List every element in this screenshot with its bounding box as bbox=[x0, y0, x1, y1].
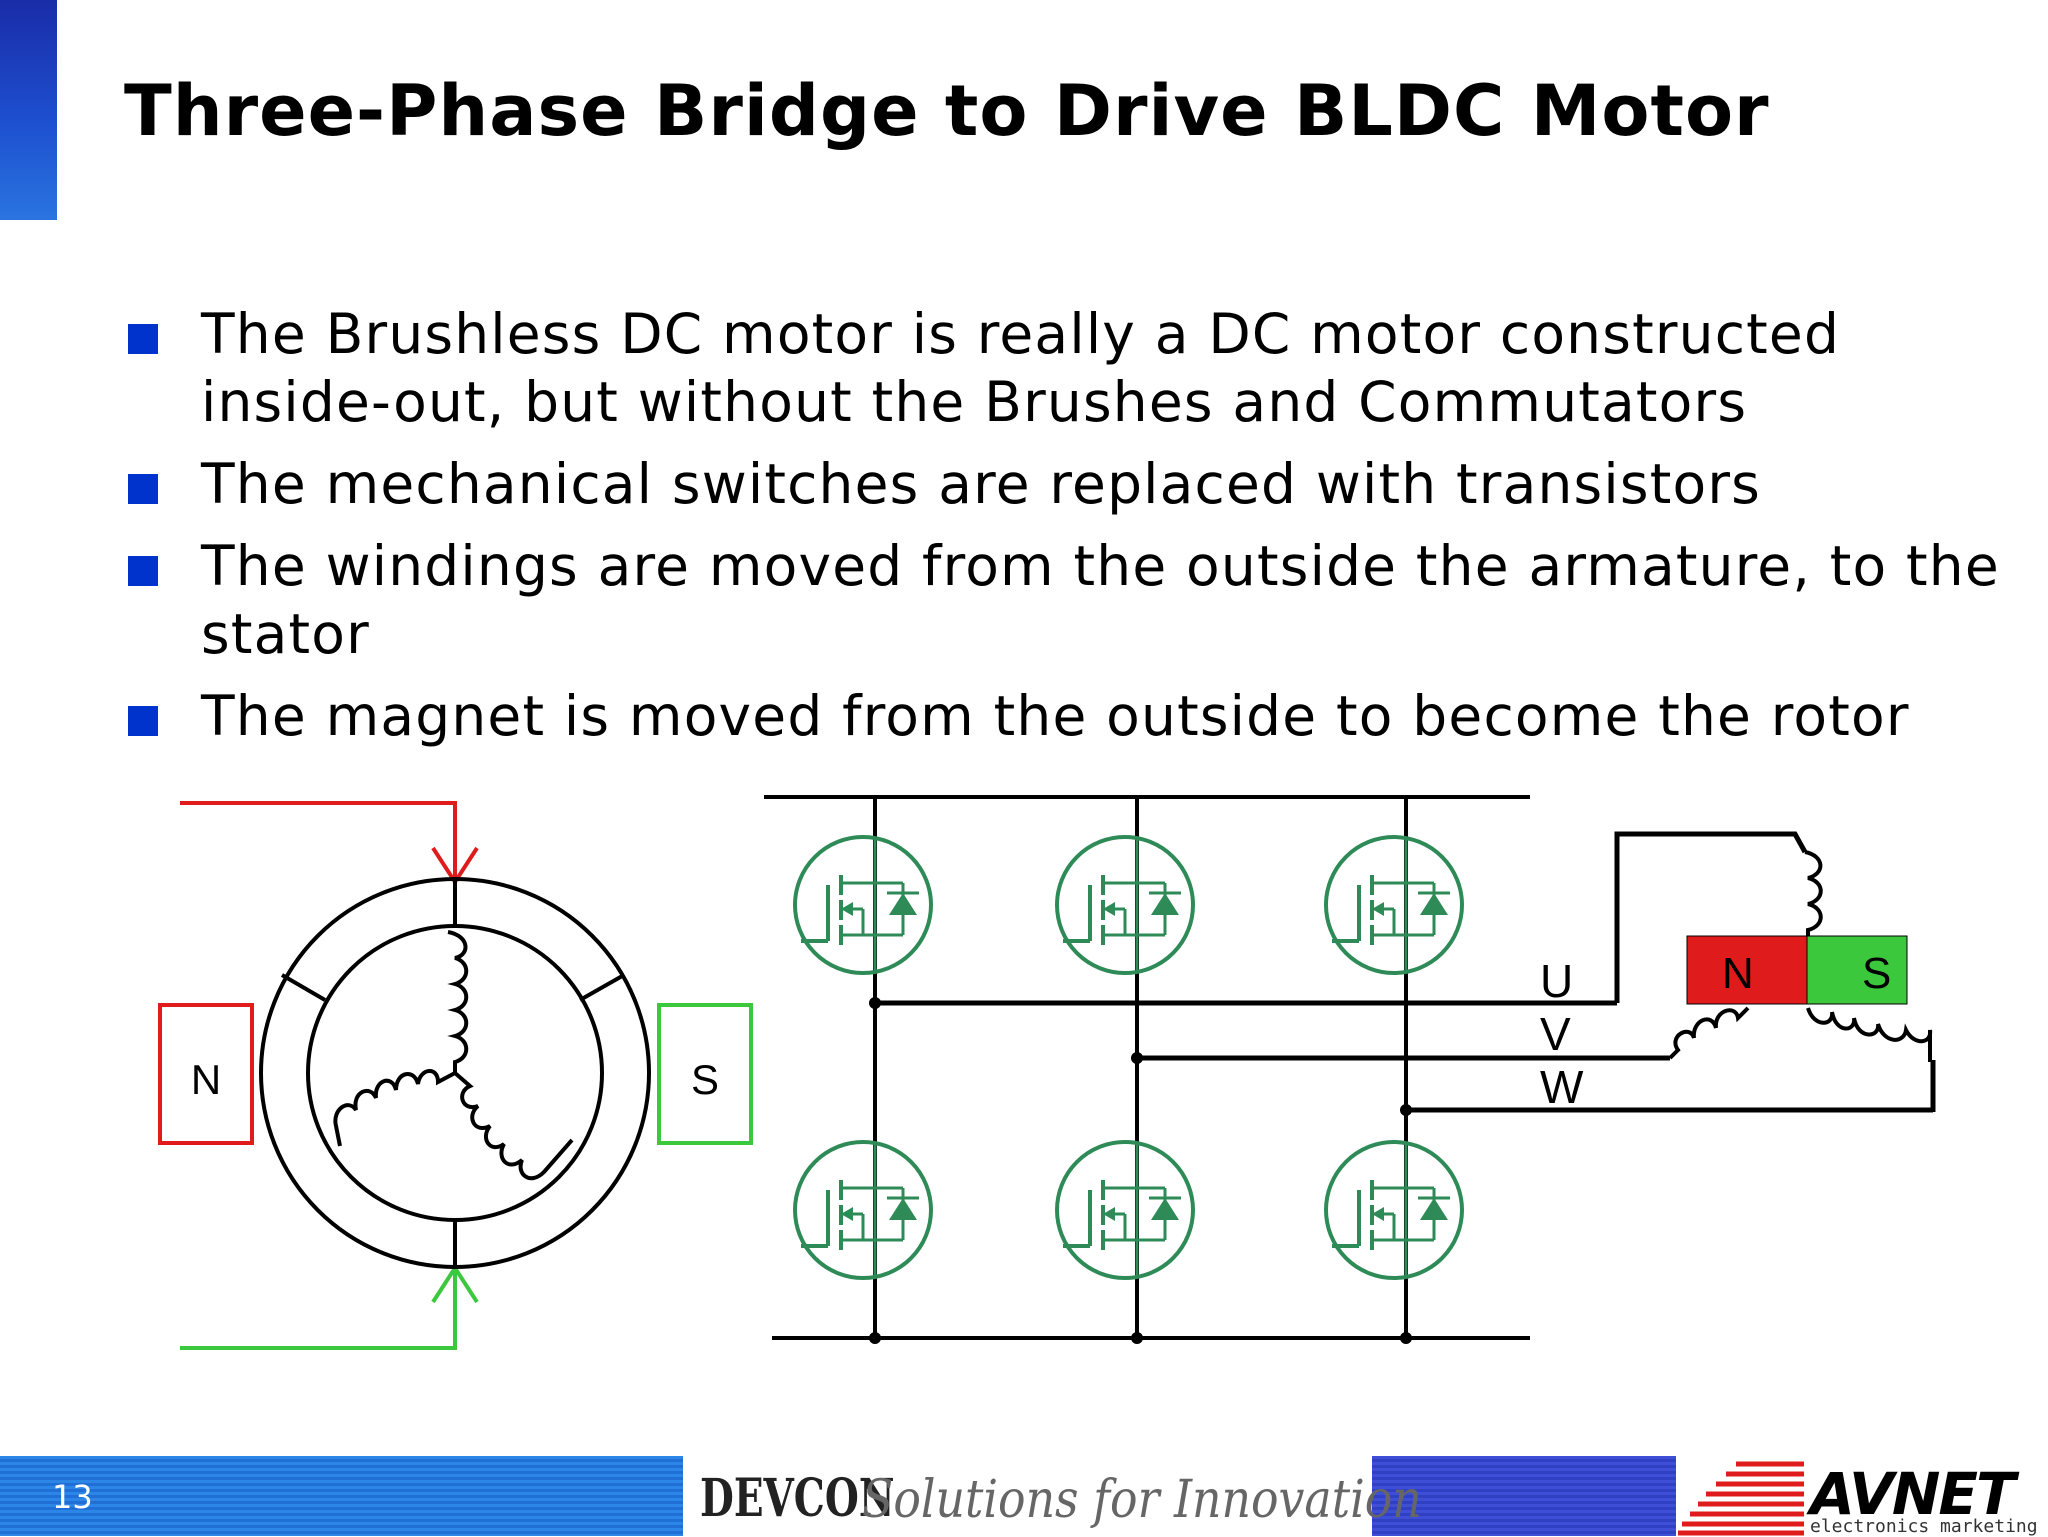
avnet-subtitle: electronics marketing bbox=[1810, 1516, 2038, 1537]
motor-illustration: N S bbox=[158, 801, 753, 1350]
winding-v-coil bbox=[1668, 1006, 1750, 1060]
footer: 13 DEVCON Solutions for Innovation AVNET… bbox=[0, 1456, 2048, 1537]
bullet-text: The magnet is moved from the outside to … bbox=[201, 684, 1910, 748]
avnet-stripes-icon bbox=[1678, 1461, 1804, 1536]
title-accent-bar bbox=[0, 0, 57, 220]
footer-band-left bbox=[0, 1456, 683, 1536]
avnet-logo: AVNET bbox=[1810, 1460, 2016, 1528]
rotor-south-pole bbox=[1806, 935, 1908, 1005]
input-current-arrow bbox=[180, 801, 457, 880]
phase-u-label: U bbox=[1540, 955, 1573, 1007]
winding-top bbox=[447, 930, 469, 1073]
north-magnet-label: N bbox=[191, 1056, 221, 1103]
rotor-north-label: N bbox=[1722, 949, 1754, 998]
three-phase-bridge: U V W bbox=[764, 795, 1933, 1344]
mosfet-icon-high-v bbox=[1055, 835, 1195, 975]
winding-w-coil bbox=[1806, 1007, 1933, 1062]
south-magnet-label: S bbox=[691, 1056, 719, 1103]
phase-v-label: V bbox=[1540, 1008, 1571, 1060]
bullet-square-icon bbox=[128, 474, 158, 504]
stator-outer-ring bbox=[259, 877, 651, 1269]
bullet-text: The Brushless DC motor is really a DC mo… bbox=[201, 302, 1841, 434]
bullet-list: The Brushless DC motor is really a DC mo… bbox=[124, 300, 2024, 764]
bullet-square-icon bbox=[128, 324, 158, 354]
south-magnet bbox=[657, 1003, 753, 1145]
bldc-diagram: N S U V W N bbox=[158, 795, 1936, 1350]
mosfet-icon-low-v bbox=[1055, 1140, 1195, 1280]
bullet-item: The windings are moved from the outside … bbox=[124, 532, 2024, 668]
mosfet-icon-low-u bbox=[793, 1140, 933, 1280]
mosfet-icon-high-w bbox=[1324, 835, 1464, 975]
footer-band-right bbox=[1372, 1456, 1676, 1536]
bullet-square-icon bbox=[128, 556, 158, 586]
mosfet-icon-high-u bbox=[793, 835, 933, 975]
winding-left bbox=[333, 1069, 456, 1147]
bullet-text: The mechanical switches are replaced wit… bbox=[201, 452, 1762, 516]
mosfet-icon-low-w bbox=[1324, 1140, 1464, 1280]
north-magnet bbox=[158, 1003, 254, 1145]
bullet-item: The magnet is moved from the outside to … bbox=[124, 682, 2024, 750]
slide-title: Three-Phase Bridge to Drive BLDC Motor bbox=[124, 70, 1770, 152]
rotor-schematic: N S bbox=[1614, 831, 1936, 1112]
page-number: 13 bbox=[52, 1478, 93, 1516]
devcon-logo: DEVCON bbox=[700, 1468, 895, 1529]
bullet-square-icon bbox=[128, 706, 158, 736]
bullet-item: The Brushless DC motor is really a DC mo… bbox=[124, 300, 2024, 436]
bullet-text: The windings are moved from the outside … bbox=[201, 534, 2000, 666]
bullet-item: The mechanical switches are replaced wit… bbox=[124, 450, 2024, 518]
phase-w-label: W bbox=[1540, 1061, 1584, 1113]
output-current-arrow bbox=[180, 1268, 457, 1350]
rotor-south-label: S bbox=[1862, 949, 1891, 998]
rotor-north-pole bbox=[1686, 935, 1808, 1005]
devcon-tagline: Solutions for Innovation bbox=[862, 1470, 1422, 1530]
winding-u-coil bbox=[1804, 850, 1823, 938]
winding-right bbox=[453, 1071, 574, 1181]
